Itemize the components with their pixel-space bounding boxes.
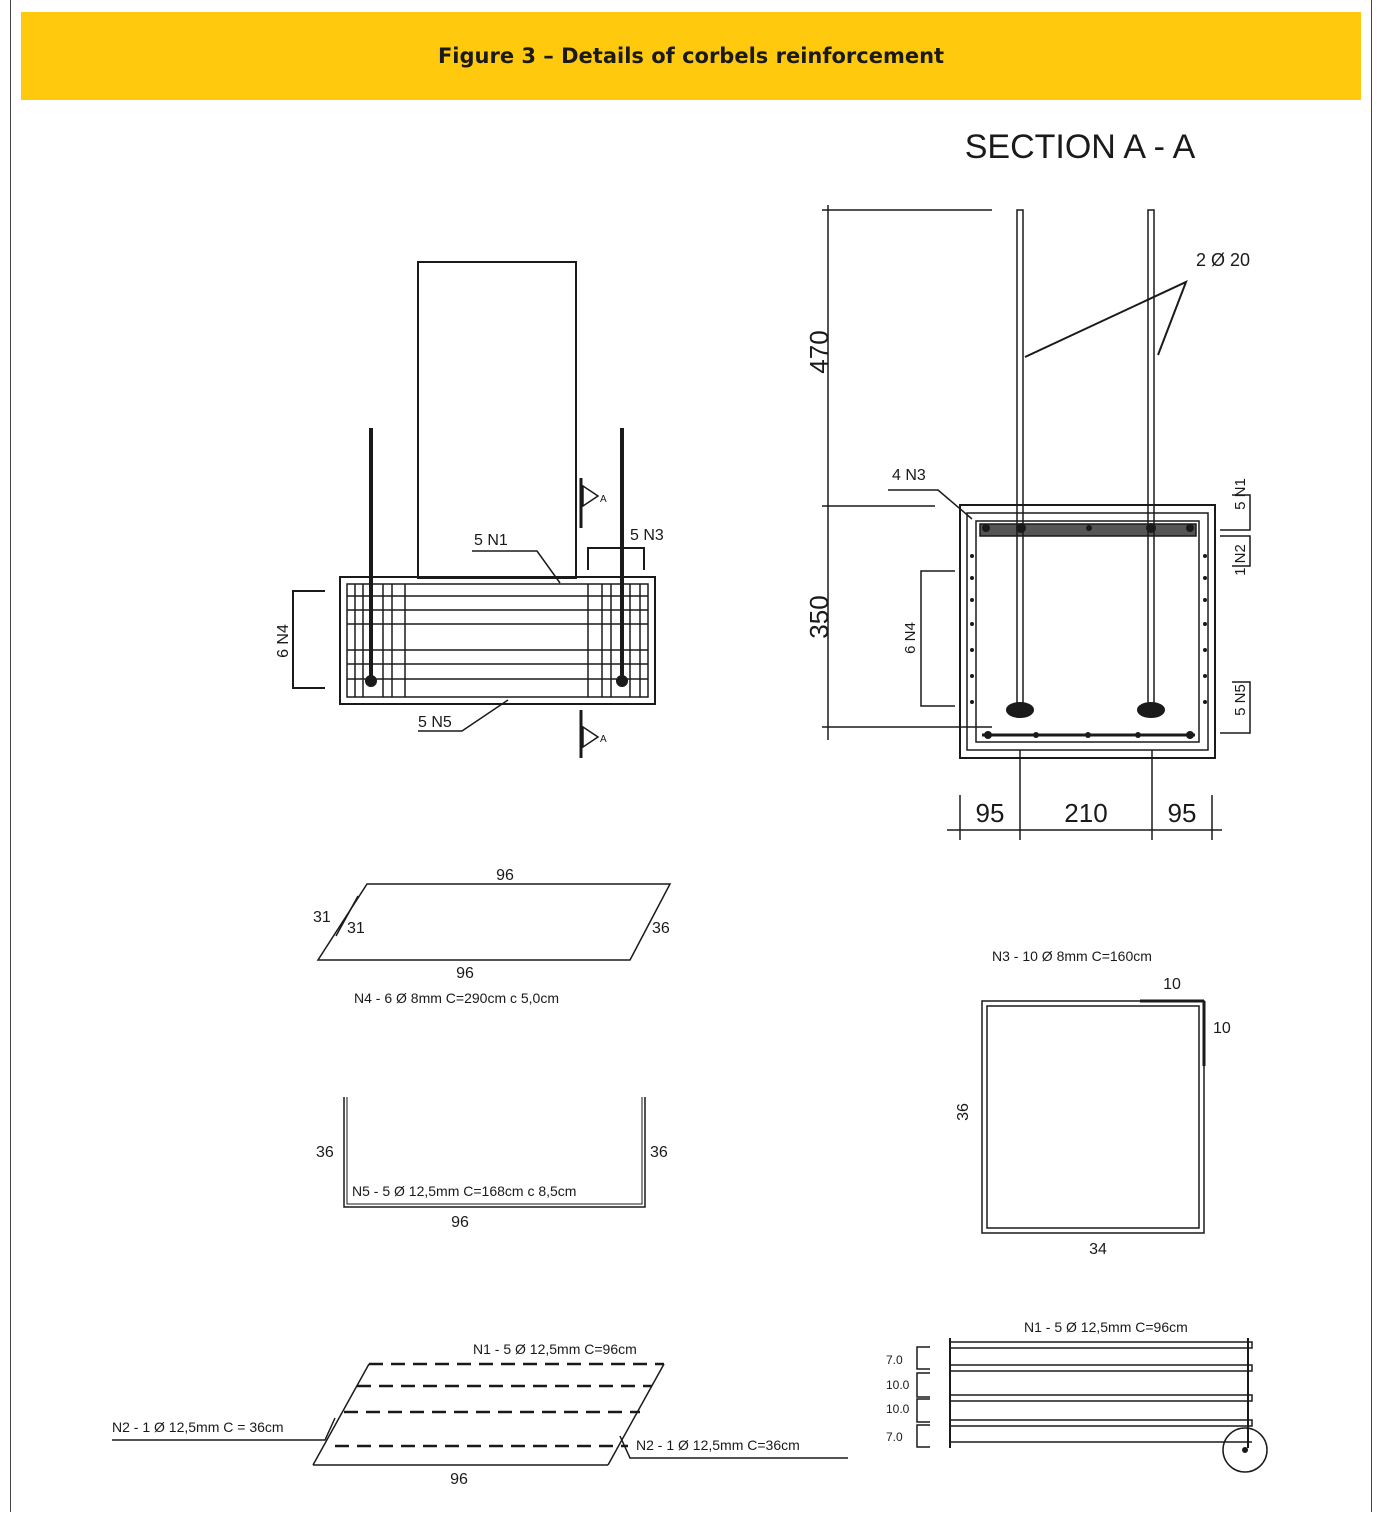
- figure-frame: [10, 0, 1372, 1512]
- n3-outer: [981, 1000, 1205, 1234]
- n5-detail: [343, 1097, 646, 1208]
- section-mark-top: A: [600, 494, 607, 505]
- n3-detail: [981, 999, 1206, 1234]
- elevation-view: [292, 261, 656, 758]
- n5-outer: [343, 1097, 646, 1208]
- corbel-inner-outline: [346, 583, 649, 698]
- leader-2phi20: [1024, 280, 1188, 358]
- section-anchor-right: [1137, 702, 1165, 718]
- section-cut-top: [579, 478, 600, 528]
- elevation-horizontal-bars: [347, 595, 648, 680]
- section-title: SECTION A - A: [965, 128, 1196, 166]
- n1-detail-bars: [949, 1341, 1253, 1443]
- dim-210: 210: [1064, 798, 1107, 828]
- section-mark-bottom: A: [600, 734, 607, 745]
- section-anchor-left: [1006, 702, 1034, 718]
- n1-detail-caption: N1 - 5 Ø 12,5mm C=96cm: [1024, 1319, 1188, 1335]
- label-5n5-elevation: 5 N5: [418, 714, 452, 731]
- figure-banner: Figure 3 – Details of corbels reinforcem…: [21, 12, 1361, 100]
- n1n2-plan: [112, 1362, 848, 1466]
- figure-title: Figure 3 – Details of corbels reinforcem…: [437, 44, 945, 68]
- label-2phi20: 2 Ø 20: [1196, 250, 1250, 270]
- section-stirrup-outer: [966, 512, 1209, 751]
- n4-top: 96: [496, 867, 514, 884]
- n1-detail-circle: [1222, 1427, 1268, 1473]
- n4-right: 36: [652, 920, 670, 937]
- n1n2-plan-bottom: 96: [450, 1471, 468, 1488]
- n1-detail-s3: 10.0: [886, 1402, 910, 1416]
- n4-shape: [316, 883, 672, 961]
- leader-5n5: [418, 699, 509, 732]
- n3-side: 36: [955, 1103, 972, 1121]
- label-5n1-elevation: 5 N1: [474, 532, 508, 549]
- n1-detail-spacing-brackets: [916, 1346, 930, 1448]
- dim-470: 470: [804, 330, 834, 373]
- n4-detail: [316, 883, 672, 961]
- label-6n4-elevation: 6 N4: [275, 624, 292, 658]
- n3-hook-v: 10: [1213, 1020, 1231, 1037]
- n1-detail: [916, 1338, 1268, 1473]
- dim-95-left: 95: [976, 798, 1005, 828]
- label-4n3-section: 4 N3: [892, 467, 926, 484]
- elevation-anchor-left: [365, 675, 377, 687]
- n3-bottom: 34: [1089, 1241, 1107, 1258]
- section-bottom-bar-dots: [984, 731, 1194, 739]
- n1-detail-s2: 10.0: [886, 1378, 910, 1392]
- section-main-bar-right: [1147, 209, 1155, 709]
- n2-left-caption: N2 - 1 Ø 12,5mm C = 36cm: [112, 1419, 284, 1435]
- n4-left-a: 31: [313, 909, 331, 926]
- n5-bottom: 96: [451, 1214, 469, 1231]
- n4-caption: N4 - 6 Ø 8mm C=290cm c 5,0cm: [354, 990, 559, 1006]
- n1-detail-s4: 7.0: [886, 1430, 903, 1444]
- bracket-1n2: [1220, 535, 1251, 567]
- n3-caption: N3 - 10 Ø 8mm C=160cm: [992, 948, 1152, 964]
- bracket-5n1: [1220, 494, 1251, 531]
- n5-caption: N5 - 5 Ø 12,5mm C=168cm c 8,5cm: [352, 1183, 576, 1199]
- n1-dashed-bars: [335, 1362, 664, 1448]
- column-outline: [417, 261, 577, 579]
- section-a-a-view: [822, 205, 1251, 840]
- n2-right-caption: N2 - 1 Ø 12,5mm C=36cm: [636, 1437, 800, 1453]
- label-5n1-section: 5 N1: [1232, 478, 1249, 510]
- n5-left: 36: [316, 1144, 334, 1161]
- bracket-5n5: [1220, 681, 1251, 734]
- section-main-bar-left: [1016, 209, 1024, 709]
- leader-4n3: [888, 489, 973, 520]
- n2-right-bar: [619, 1435, 848, 1459]
- n4-left-b: 31: [347, 920, 365, 937]
- leader-5n1: [472, 550, 561, 584]
- n1-detail-s1: 7.0: [886, 1353, 903, 1367]
- section-outline: [959, 504, 1216, 759]
- elevation-anchor-right: [616, 675, 628, 687]
- n5-right: 36: [650, 1144, 668, 1161]
- bracket-6n4-section: [920, 570, 955, 707]
- section-side-dots: [970, 554, 1207, 704]
- bracket-6n4: [292, 590, 325, 689]
- bracket-5n3: [587, 547, 645, 570]
- n4-bottom: 96: [456, 965, 474, 982]
- n3-inner: [986, 1005, 1200, 1229]
- n2-left-bar: [112, 1417, 336, 1441]
- dim-95-right: 95: [1168, 798, 1197, 828]
- label-1n2-section: 1 N2: [1232, 544, 1249, 576]
- n3-hook-h: 10: [1163, 976, 1181, 993]
- section-cut-bottom: [579, 710, 600, 758]
- corbel-outline: [339, 576, 656, 705]
- section-stirrup-inner: [975, 520, 1200, 743]
- elevation-stirrups: [354, 584, 641, 697]
- n1-plan-caption: N1 - 5 Ø 12,5mm C=96cm: [473, 1341, 637, 1357]
- label-5n3-elevation: 5 N3: [630, 527, 664, 544]
- label-5n5-section: 5 N5: [1232, 684, 1249, 716]
- label-6n4-section: 6 N4: [902, 622, 919, 654]
- dim-350: 350: [804, 595, 834, 638]
